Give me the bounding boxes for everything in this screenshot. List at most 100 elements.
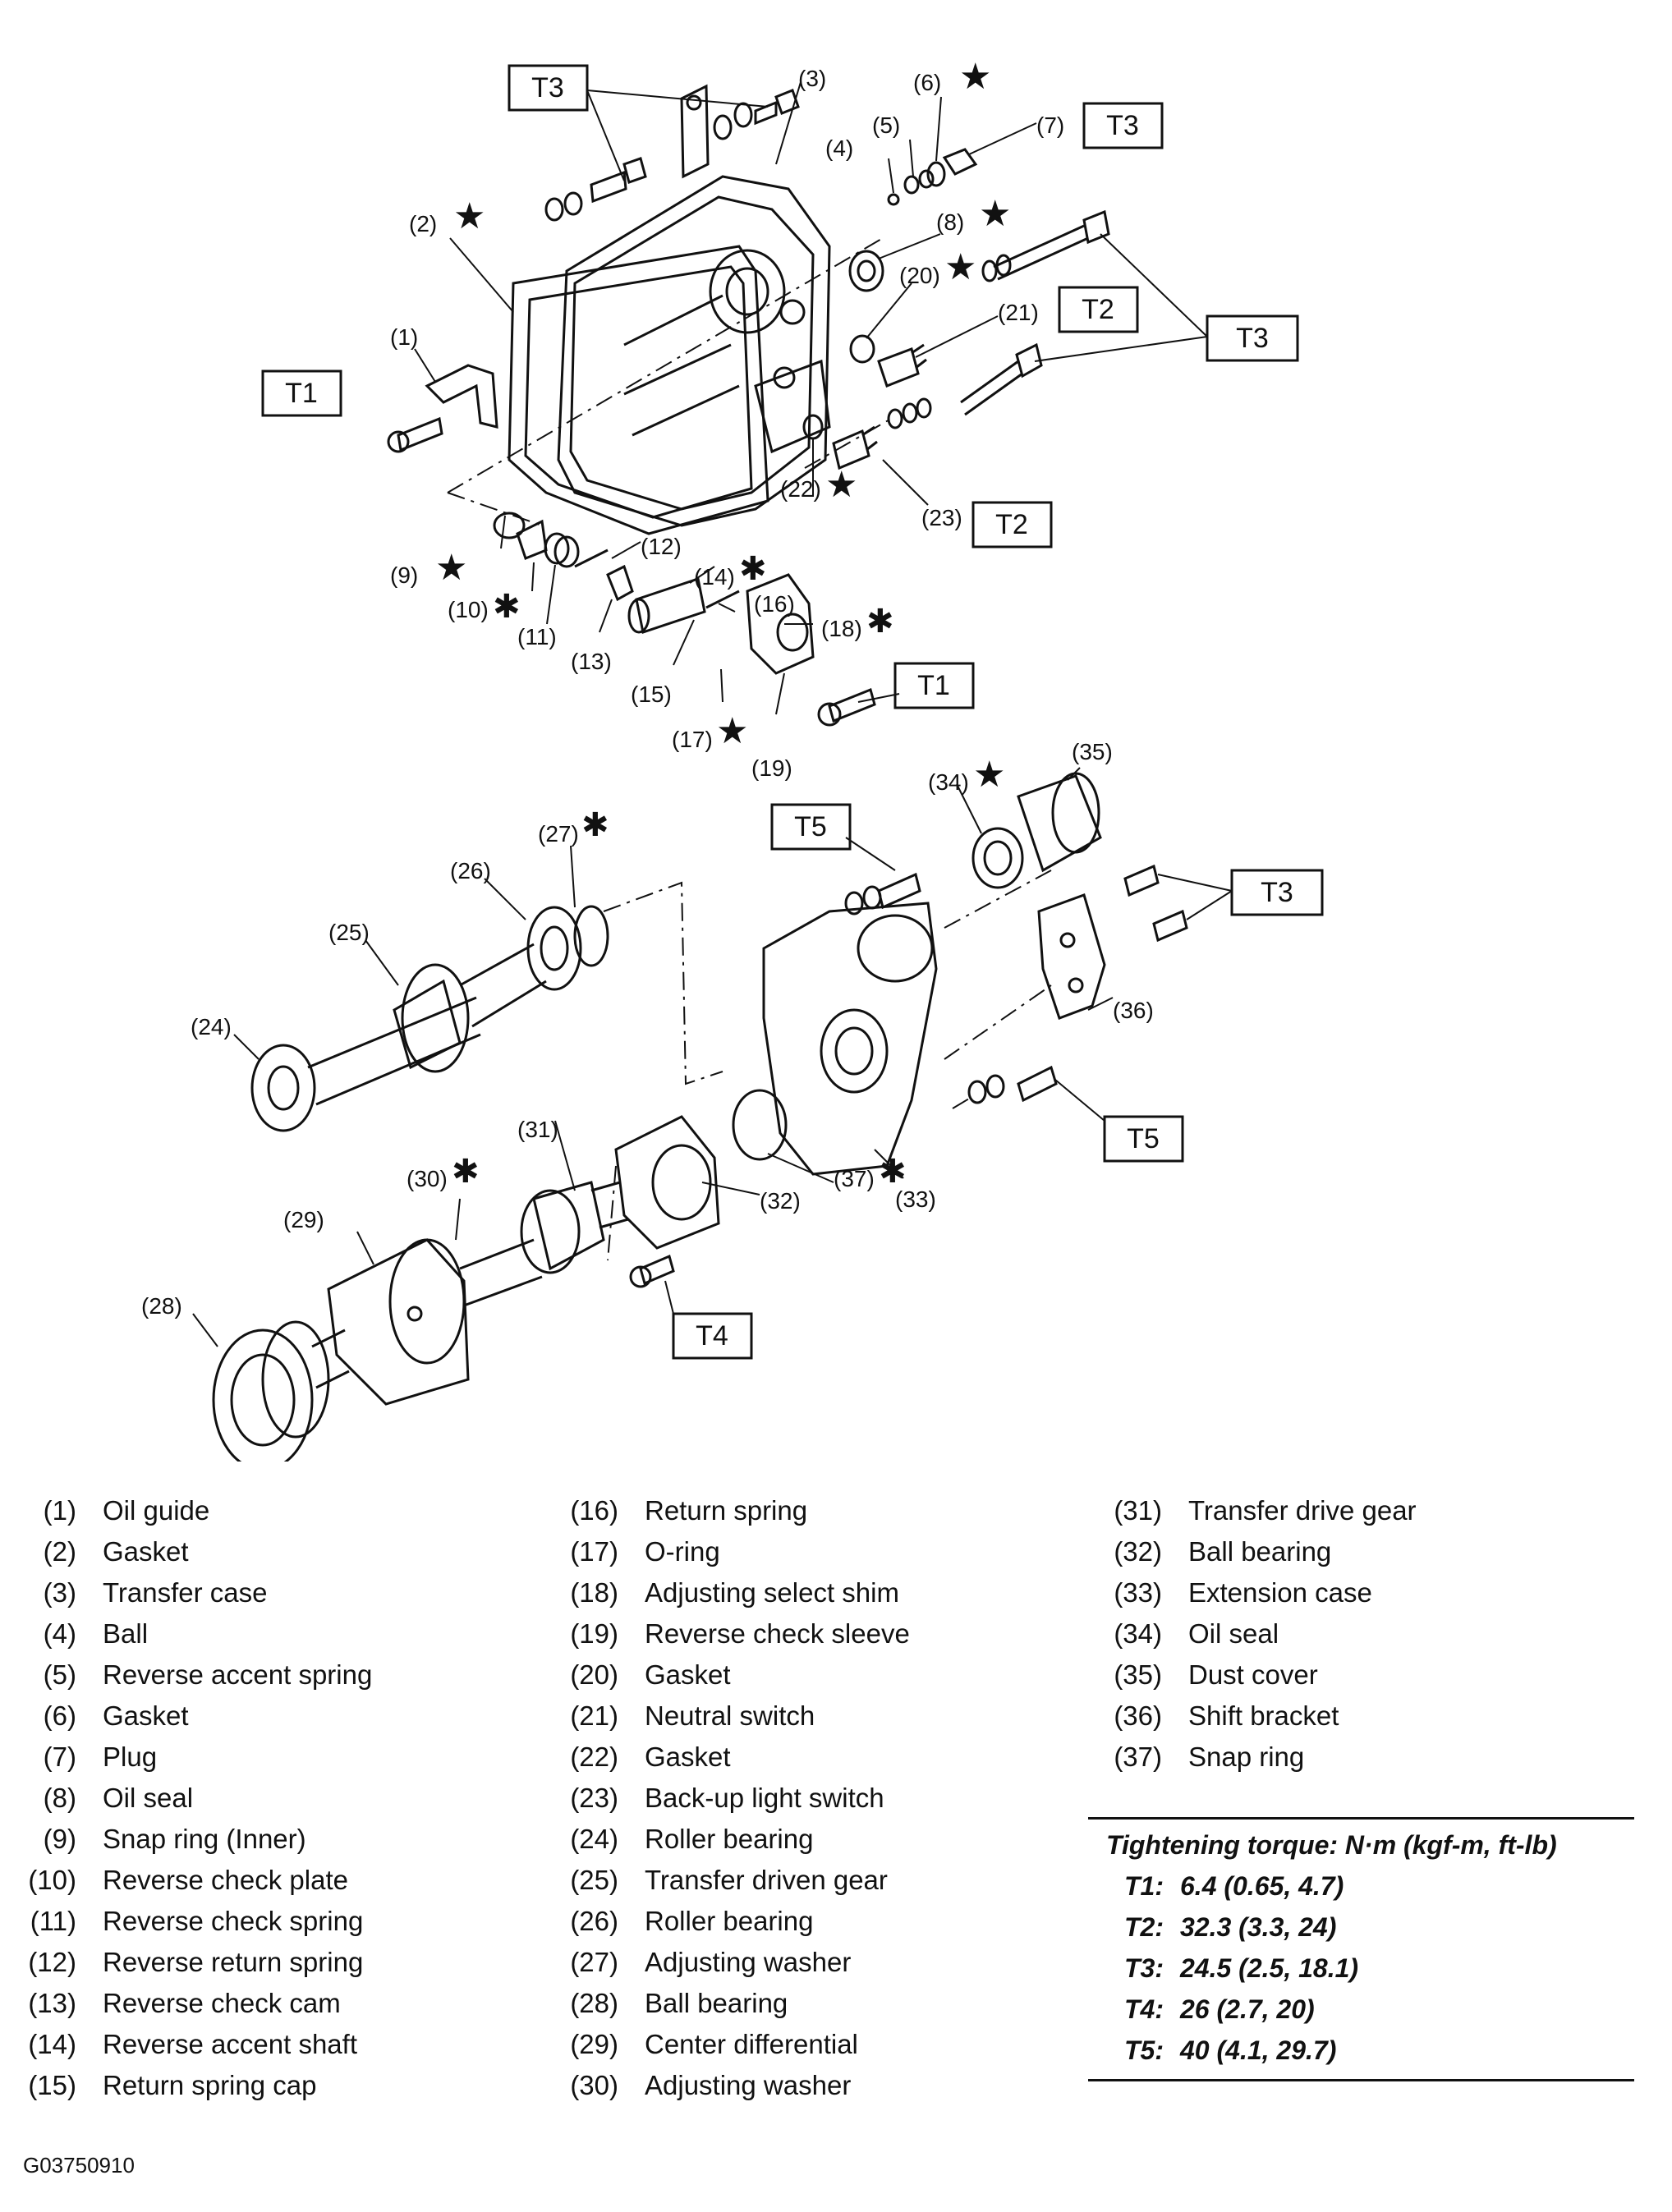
torque-box-t3-lower: T3 [1230,869,1324,916]
torque-row-value: 32.3 (3.3, 24) [1180,1912,1337,1942]
callout-33: (33) [895,1186,936,1212]
legend-item-name: Gasket [103,1536,189,1567]
torque-box-t5-upper: T5 [770,803,852,851]
legend-item-number: (32) [1114,1536,1162,1567]
legend-item-name: Plug [103,1742,158,1772]
callout-9: (9) [390,562,418,588]
torque-box-t3-top: T3 [508,64,589,112]
bolt-top [754,89,800,126]
legend-item-name: Reverse check cam [103,1988,341,2018]
legend-item-number: (30) [570,2070,618,2100]
torque-row-label: T2: [1124,1912,1164,1942]
callout-1: (1) [390,324,418,350]
callout-16: (16) [754,591,795,617]
legend-item: (32)Ball bearing [1110,1531,1417,1572]
legend-item-name: Back-up light switch [645,1783,884,1813]
torque-row: T3:24.5 (2.5, 18.1) [1088,1948,1634,1989]
legend-item-number: (5) [43,1659,76,1690]
svg-text:T3: T3 [1106,110,1139,141]
callout-30: (30) [407,1166,448,1191]
svg-text:★: ★ [979,193,1011,235]
legend-item-number: (14) [28,2029,76,2059]
svg-text:T1: T1 [285,378,318,409]
svg-text:T2: T2 [1082,294,1114,325]
legend-item-name: Return spring cap [103,2070,317,2100]
callout-12: (12) [641,534,682,559]
legend-item-number: (11) [30,1906,76,1936]
ball-bearing-28 [212,1329,314,1462]
exploded-view-diagram: T3 T3 T2 T3 T1 T2 T1 T5 T3 T5 T4 (1) [141,56,1324,1462]
svg-text:T3: T3 [1236,323,1269,354]
legend-item: (4)Ball [25,1613,372,1654]
legend-item-name: Extension case [1188,1577,1372,1608]
legend-item: (37)Snap ring [1110,1737,1417,1778]
legend-item-number: (19) [570,1618,618,1649]
torque-row-label: T5: [1124,2035,1164,2065]
legend-item: (12)Reverse return spring [25,1942,372,1983]
callout-23: (23) [921,505,962,530]
svg-text:T5: T5 [794,811,827,842]
legend-item: (7) Plug [25,1737,372,1778]
torque-row: T4:26 (2.7, 20) [1088,1989,1634,2030]
svg-text:✱: ✱ [581,806,609,844]
callout-35: (35) [1072,739,1113,764]
callout-24: (24) [191,1014,232,1039]
svg-text:★: ★ [959,56,991,98]
legend-item: (33)Extension case [1110,1572,1417,1613]
legend-item: (29)Center differential [567,2024,910,2065]
callout-37: (37) [834,1166,875,1191]
legend-item-name: Oil seal [1188,1618,1279,1649]
torque-box-t1-left: T1 [261,369,342,417]
torque-row-value: 6.4 (0.65, 4.7) [1180,1871,1344,1901]
legend-item: (1)Oil guide [25,1490,372,1531]
legend-item-name: Adjusting washer [645,1947,852,1977]
callout-10: (10) [448,597,489,622]
torque-box-t5-lower: T5 [1103,1115,1184,1163]
legend-item-name: Transfer drive gear [1188,1495,1417,1526]
legend-item-name: Adjusting select shim [645,1577,899,1608]
legend-item: (21)Neutral switch [567,1696,910,1737]
callout-7: (7) [1036,112,1064,138]
legend-item: (19)Reverse check sleeve [567,1613,910,1654]
callout-labels: (1) (2) ★ (3) (4) (5) (6) ★ (7) (8) ★ (9… [141,56,1154,1319]
callout-15: (15) [631,681,672,707]
legend-item: (14)Reverse accent shaft [25,2024,372,2065]
legend-item-number: (2) [43,1536,76,1567]
legend-item-number: (6) [43,1700,76,1731]
legend-item-name: O-ring [645,1536,720,1567]
legend-item-name: Neutral switch [645,1700,815,1731]
legend-item-name: Gasket [645,1742,731,1772]
callout-29: (29) [283,1207,324,1232]
callout-14: (14) [694,564,735,590]
svg-text:T4: T4 [696,1320,728,1352]
legend-item-number: (7) [43,1742,76,1772]
legend-item-number: (26) [570,1906,618,1936]
svg-text:T1: T1 [917,670,950,701]
extension-case [762,902,938,1176]
svg-text:✱: ✱ [879,1153,907,1191]
callout-31: (31) [517,1117,558,1142]
parts-legend-column-1: (1)Oil guide(2)Gasket(3)Transfer case(4)… [25,1490,372,2106]
legend-item-number: (27) [570,1947,618,1977]
legend-item-number: (10) [28,1865,76,1895]
legend-item-name: Return spring [645,1495,808,1526]
torque-box-t4: T4 [672,1312,753,1360]
callout-11: (11) [517,624,557,649]
svg-text:★: ★ [716,710,748,752]
legend-item: (28)Ball bearing [567,1983,910,2024]
svg-text:✱: ✱ [452,1153,480,1191]
legend-item-number: (13) [28,1988,76,2018]
legend-item-name: Oil guide [103,1495,210,1526]
legend-item: (35)Dust cover [1110,1654,1417,1696]
svg-text:★: ★ [944,246,976,288]
transfer-case [508,175,831,535]
legend-item-number: (23) [570,1783,618,1813]
parts-legend-column-2: (16)Return spring(17)O-ring(18)Adjusting… [567,1490,910,2106]
legend-item-name: Reverse check spring [103,1906,364,1936]
svg-text:✱: ✱ [739,550,767,588]
figure-code: G03750910 [23,2153,135,2178]
legend-item-name: Gasket [645,1659,731,1690]
legend-item-name: Roller bearing [645,1906,814,1936]
svg-text:★: ★ [453,195,485,237]
legend-item: (36)Shift bracket [1110,1696,1417,1737]
